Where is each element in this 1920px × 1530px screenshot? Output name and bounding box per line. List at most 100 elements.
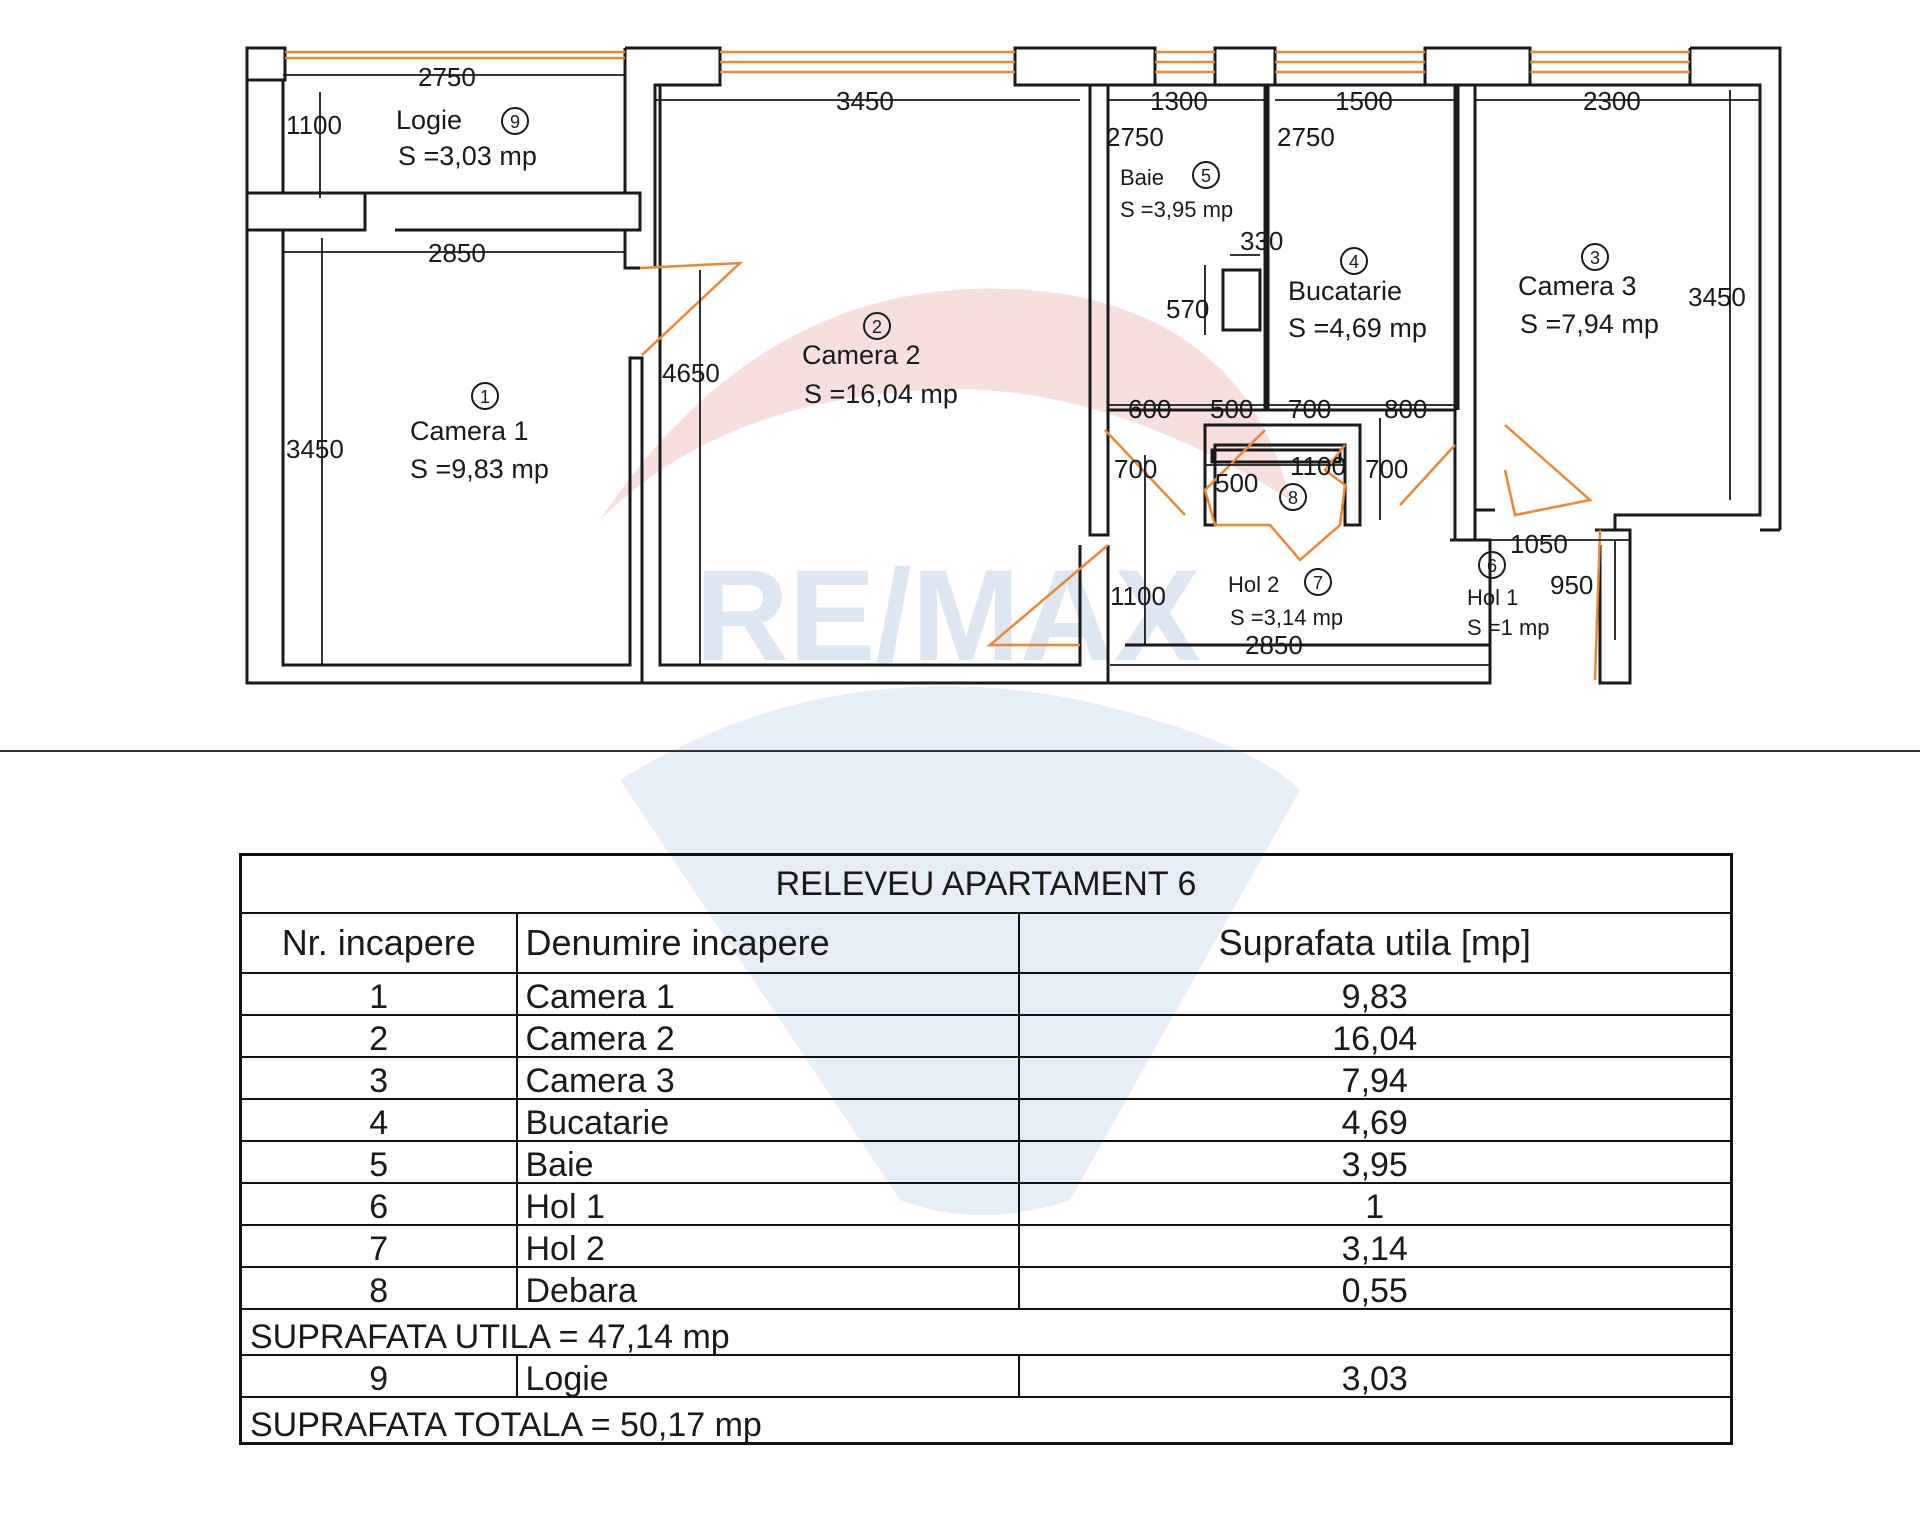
dimension-lines: [283, 74, 1760, 666]
cell-nr: 9: [239, 1354, 518, 1398]
floor-plan: 1 2 3 4 5 6 7 8 9 Camera 1 S =9,83 mp Ca…: [245, 46, 1782, 685]
cell-area: 3,14: [1017, 1224, 1733, 1268]
cell-nr: 7: [239, 1224, 518, 1268]
section-divider: [0, 750, 1920, 752]
room-area-hol-1: S =1 mp: [1467, 615, 1550, 640]
room-area-logie: S =3,03 mp: [398, 141, 537, 171]
cell-name: Hol 1: [515, 1182, 1020, 1226]
room-markers: [471, 107, 1609, 596]
dim-value: 2850: [428, 238, 486, 268]
cell-name: Camera 3: [515, 1056, 1020, 1100]
area-table: RELEVEU APARTAMENT 6 Nr. incapere Denumi…: [239, 853, 1733, 1445]
cell-name: Debara: [515, 1266, 1020, 1310]
cell-name: Logie: [515, 1354, 1020, 1398]
cell-area: 4,69: [1017, 1098, 1733, 1142]
windows: [285, 50, 1690, 74]
room-label-hol-1: Hol 1: [1467, 585, 1518, 610]
cell-name: Camera 2: [515, 1014, 1020, 1058]
cell-nr: 4: [239, 1098, 518, 1142]
room-num-2: 2: [872, 317, 882, 337]
room-num-1: 1: [480, 387, 490, 407]
room-numbers: 1 2 3 4 5 6 7 8 9: [480, 112, 1600, 593]
table-title-row: RELEVEU APARTAMENT 6: [239, 853, 1733, 914]
dim-value: 950: [1550, 570, 1593, 600]
dim-value: 3450: [286, 434, 344, 464]
cell-nr: 8: [239, 1266, 518, 1310]
dim-value: 600: [1128, 394, 1171, 424]
header-area: Suprafata utila [mp]: [1017, 912, 1733, 974]
cell-name: Hol 2: [515, 1224, 1020, 1268]
room-label-camera-3: Camera 3: [1518, 271, 1637, 301]
dim-value: 2750: [1277, 122, 1335, 152]
cell-area: 1: [1017, 1182, 1733, 1226]
cell-area: 7,94: [1017, 1056, 1733, 1100]
dim-value: 2300: [1583, 86, 1641, 116]
room-label-bucatarie: Bucatarie: [1288, 276, 1402, 306]
dim-value: 2750: [1106, 122, 1164, 152]
room-area-camera-2: S =16,04 mp: [804, 379, 958, 409]
dim-value: 1300: [1150, 86, 1208, 116]
cell-nr: 1: [239, 972, 518, 1016]
room-num-5: 5: [1201, 166, 1211, 186]
table-header-row: Nr. incapere Denumire incapere Suprafata…: [239, 912, 1733, 974]
subtotal-row: SUPRAFATA UTILA = 47,14 mp: [239, 1308, 1733, 1356]
room-area-hol-2: S =3,14 mp: [1230, 605, 1343, 630]
room-num-9: 9: [510, 112, 520, 132]
dim-value: 4650: [662, 358, 720, 388]
dim-value: 3450: [1688, 282, 1746, 312]
room-labels: Camera 1 S =9,83 mp Camera 2 S =16,04 mp…: [396, 105, 1659, 640]
room-num-4: 4: [1349, 252, 1359, 272]
cell-name: Baie: [515, 1140, 1020, 1184]
cell-nr: 5: [239, 1140, 518, 1184]
cell-area: 16,04: [1017, 1014, 1733, 1058]
room-num-8: 8: [1288, 488, 1298, 508]
cell-name: Bucatarie: [515, 1098, 1020, 1142]
room-area-camera-3: S =7,94 mp: [1520, 309, 1659, 339]
room-area-bucatarie: S =4,69 mp: [1288, 313, 1427, 343]
dim-value: 2750: [418, 62, 476, 92]
room-num-7: 7: [1313, 573, 1323, 593]
cell-nr: 3: [239, 1056, 518, 1100]
dim-value: 570: [1166, 294, 1209, 324]
room-area-camera-1: S =9,83 mp: [410, 454, 549, 484]
room-label-baie: Baie: [1120, 165, 1164, 190]
header-nr: Nr. incapere: [239, 912, 518, 974]
header-name: Denumire incapere: [515, 912, 1020, 974]
dim-value: 3450: [836, 86, 894, 116]
room-label-camera-2: Camera 2: [802, 340, 921, 370]
cell-name: Camera 1: [515, 972, 1020, 1016]
room-num-3: 3: [1590, 248, 1600, 268]
cell-nr: 6: [239, 1182, 518, 1226]
dim-value: 700: [1365, 454, 1408, 484]
dim-value: 500: [1215, 468, 1258, 498]
cell-area: 9,83: [1017, 972, 1733, 1016]
dim-value: 1100: [1290, 451, 1346, 481]
room-label-camera-1: Camera 1: [410, 416, 529, 446]
subtotal-cell: SUPRAFATA UTILA = 47,14 mp: [239, 1308, 1733, 1356]
dim-value: 1050: [1510, 529, 1568, 559]
room-area-baie: S =3,95 mp: [1120, 197, 1233, 222]
room-label-logie: Logie: [396, 105, 462, 135]
dim-value: 2850: [1245, 630, 1303, 660]
dim-value: 1100: [286, 110, 342, 140]
cell-nr: 2: [239, 1014, 518, 1058]
dim-value: 1500: [1335, 86, 1393, 116]
dim-value: 700: [1288, 394, 1331, 424]
dim-value: 330: [1240, 226, 1283, 256]
cell-area: 3,03: [1017, 1354, 1733, 1398]
room-num-6: 6: [1487, 556, 1497, 576]
dim-value: 700: [1114, 454, 1157, 484]
total-cell: SUPRAFATA TOTALA = 50,17 mp: [239, 1396, 1733, 1445]
room-label-hol-2: Hol 2: [1228, 572, 1279, 597]
cell-area: 0,55: [1017, 1266, 1733, 1310]
dim-value: 1100: [1110, 581, 1166, 611]
total-row: SUPRAFATA TOTALA = 50,17 mp: [239, 1396, 1733, 1445]
